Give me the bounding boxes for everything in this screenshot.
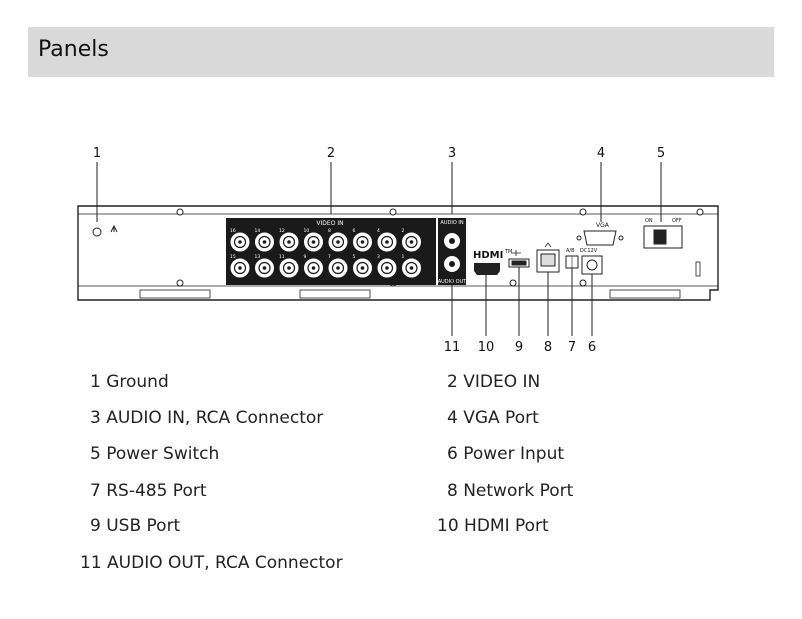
bnc-connector-pin: [409, 240, 414, 244]
bnc-channel-number: 2: [402, 228, 405, 234]
section-title: Panels: [38, 37, 109, 62]
bnc-connector-inner: [233, 235, 247, 249]
bnc-connector-pin: [311, 240, 316, 244]
bnc-connector-pin: [262, 240, 267, 244]
bnc-connector-inner: [356, 261, 369, 275]
bnc-connector-pin: [336, 240, 340, 244]
callout-2: 2: [327, 146, 335, 161]
bnc-connector-pin: [287, 240, 291, 244]
bnc-channel-number: 6: [353, 228, 356, 234]
callout-3: 3: [448, 146, 456, 161]
callouts-top: 1 2 3 4 5: [93, 146, 665, 161]
bnc-connector-inner: [258, 261, 271, 275]
callout-10: 10: [478, 340, 495, 355]
bnc-connector-inner: [331, 261, 345, 275]
callout-5: 5: [657, 146, 665, 161]
bnc-channel-number: 11: [279, 254, 285, 260]
bnc-channel-number: 9: [304, 254, 307, 260]
legend-item-4: 4 VGA Port: [447, 408, 539, 428]
bnc-connector-inner: [331, 235, 345, 249]
bnc-connector-pin: [311, 266, 316, 270]
bnc-channel-number: 12: [279, 228, 285, 234]
video-in-label: VIDEO IN: [316, 220, 343, 227]
callout-8: 8: [544, 340, 552, 355]
legend-item-2: 2 VIDEO IN: [447, 372, 541, 392]
bnc-connector-inner: [405, 261, 418, 275]
section-header: Panels: [28, 27, 774, 77]
legend-item-9: 9 USB Port: [90, 516, 181, 536]
svg-text:HDMI: HDMI: [473, 250, 503, 261]
legend-item-1: 1 Ground: [90, 372, 169, 392]
callout-4: 4: [597, 146, 605, 161]
bnc-connector-pin: [360, 266, 365, 270]
bnc-channel-number: 10: [304, 228, 310, 234]
power-switch: ON OFF: [643, 218, 683, 249]
bnc-channel-number: 14: [255, 228, 261, 234]
bnc-connector-pin: [238, 240, 242, 244]
svg-text:A/B: A/B: [566, 248, 575, 254]
callout-9: 9: [515, 340, 523, 355]
svg-text:OFF: OFF: [672, 218, 682, 224]
bnc-channel-number: 3: [377, 254, 380, 260]
bnc-channel-number: 7: [328, 254, 331, 260]
svg-text:TM: TM: [504, 249, 512, 255]
bnc-channel-number: 4: [377, 228, 380, 234]
bnc-channel-number: 15: [230, 254, 236, 260]
hdmi-port: HDMI TM: [473, 249, 512, 275]
bnc-connector-inner: [282, 235, 296, 249]
bnc-connector-inner: [405, 235, 418, 249]
bnc-connector-pin: [385, 266, 389, 270]
bnc-connector-pin: [238, 266, 242, 270]
bnc-connector-inner: [356, 235, 369, 249]
screws: [176, 208, 704, 287]
bnc-connector-pin: [360, 240, 365, 244]
bnc-connector-pin: [336, 266, 340, 270]
bnc-connector-inner: [282, 261, 296, 275]
bnc-connector-inner: [307, 261, 320, 275]
bnc-connector-inner: [307, 235, 320, 249]
legend-item-6: 6 Power Input: [447, 444, 565, 464]
legend-item-10: 10 HDMI Port: [437, 516, 549, 536]
ground-terminal: [92, 224, 118, 237]
vga-port: VGA: [576, 222, 624, 246]
callouts-bottom: 11 10 9 8 7 6: [444, 340, 596, 355]
bnc-channel-number: 8: [328, 228, 331, 234]
bnc-connector-inner: [380, 261, 394, 275]
legend-item-11: 11 AUDIO OUT, RCA Connector: [80, 553, 343, 573]
video-in-panel: VIDEO IN 16 14 12 10 8 6 4 2 15 13 11 9 7 5 3 1: [226, 218, 436, 285]
bnc-connector-inner: [380, 235, 394, 249]
bnc-connector-pin: [409, 266, 414, 270]
callout-11: 11: [444, 340, 461, 355]
bnc-connector-pin: [287, 266, 291, 270]
callout-6: 6: [588, 340, 596, 355]
bnc-connector-pin: [262, 266, 267, 270]
callout-1: 1: [93, 146, 101, 161]
bnc-connector-pin: [385, 240, 389, 244]
bnc-connector-inner: [258, 235, 271, 249]
svg-text:DC12V: DC12V: [580, 248, 598, 254]
legend-item-7: 7 RS-485 Port: [90, 481, 207, 501]
bnc-connector-inner: [233, 261, 247, 275]
legend-item-5: 5 Power Switch: [90, 444, 220, 464]
svg-text:ON: ON: [645, 218, 653, 224]
legend-item-8: 8 Network Port: [447, 481, 574, 501]
network-port: [536, 242, 560, 273]
svg-text:VGA: VGA: [596, 222, 610, 229]
legend-item-3: 3 AUDIO IN, RCA Connector: [90, 408, 324, 428]
audio-in-label: AUDIO IN: [440, 220, 463, 226]
callout-7: 7: [568, 340, 576, 355]
bnc-channel-number: 1: [402, 254, 405, 260]
bnc-channel-number: 16: [230, 228, 236, 234]
bnc-channel-number: 13: [255, 254, 261, 260]
bnc-channel-number: 5: [353, 254, 356, 260]
